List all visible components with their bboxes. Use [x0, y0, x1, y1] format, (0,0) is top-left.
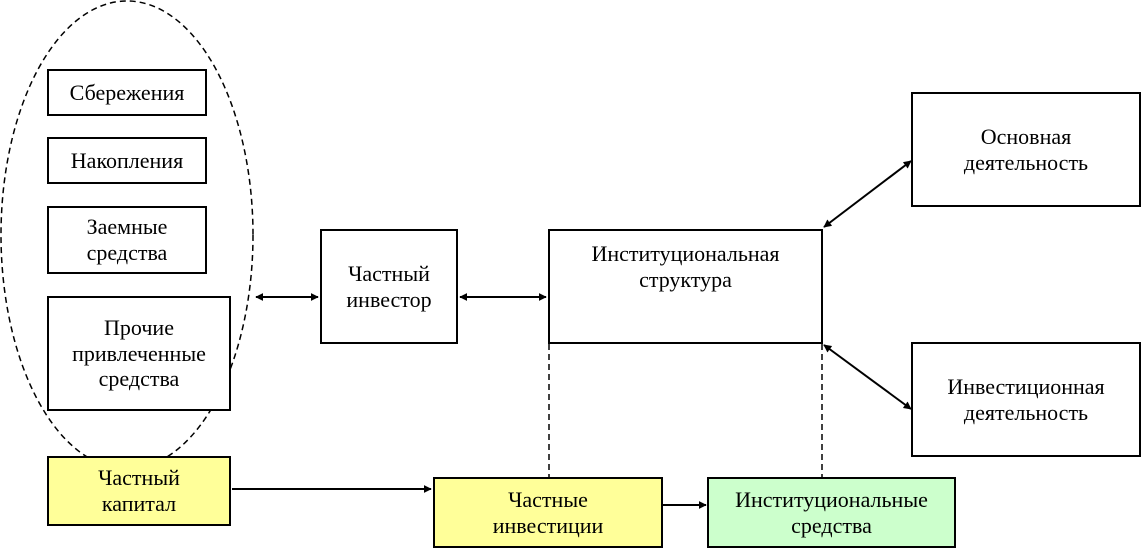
institutional-structure-label: Институциональная структура — [591, 241, 780, 292]
main-activity-label: Основная деятельность — [963, 123, 1089, 175]
borrowed-funds-label: Заемные средства — [86, 214, 168, 265]
savings-box: Сбережения — [47, 69, 207, 116]
accumulations-box: Накопления — [47, 137, 207, 184]
investment-activity-box: Инвестиционная деятельность — [911, 342, 1141, 457]
institutional-funds-label: Институциональные средства — [735, 486, 928, 538]
private-capital-label: Частный капитал — [98, 465, 180, 516]
private-investor-box: Частный инвестор — [320, 229, 458, 344]
private-investments-label: Частные инвестиции — [492, 486, 604, 538]
borrowed-funds-box: Заемные средства — [47, 206, 207, 274]
accumulations-label: Накопления — [70, 147, 184, 173]
other-funds-label: Прочие привлеченные средства — [72, 314, 206, 392]
savings-label: Сбережения — [69, 79, 185, 105]
private-investor-label: Частный инвестор — [346, 260, 432, 312]
investment-activity-label: Инвестиционная деятельность — [947, 373, 1105, 425]
main-activity-box: Основная деятельность — [911, 92, 1141, 207]
institutional-structure-box: Институциональная структура — [548, 229, 823, 344]
other-funds-box: Прочие привлеченные средства — [47, 296, 231, 411]
private-investments-box: Частные инвестиции — [433, 477, 663, 548]
private-capital-box: Частный капитал — [47, 456, 231, 526]
sources-group-ellipse — [0, 0, 254, 470]
connector-structure-investment-activity — [823, 344, 912, 410]
connector-structure-main-activity — [823, 160, 912, 228]
institutional-funds-box: Институциональные средства — [707, 477, 956, 548]
